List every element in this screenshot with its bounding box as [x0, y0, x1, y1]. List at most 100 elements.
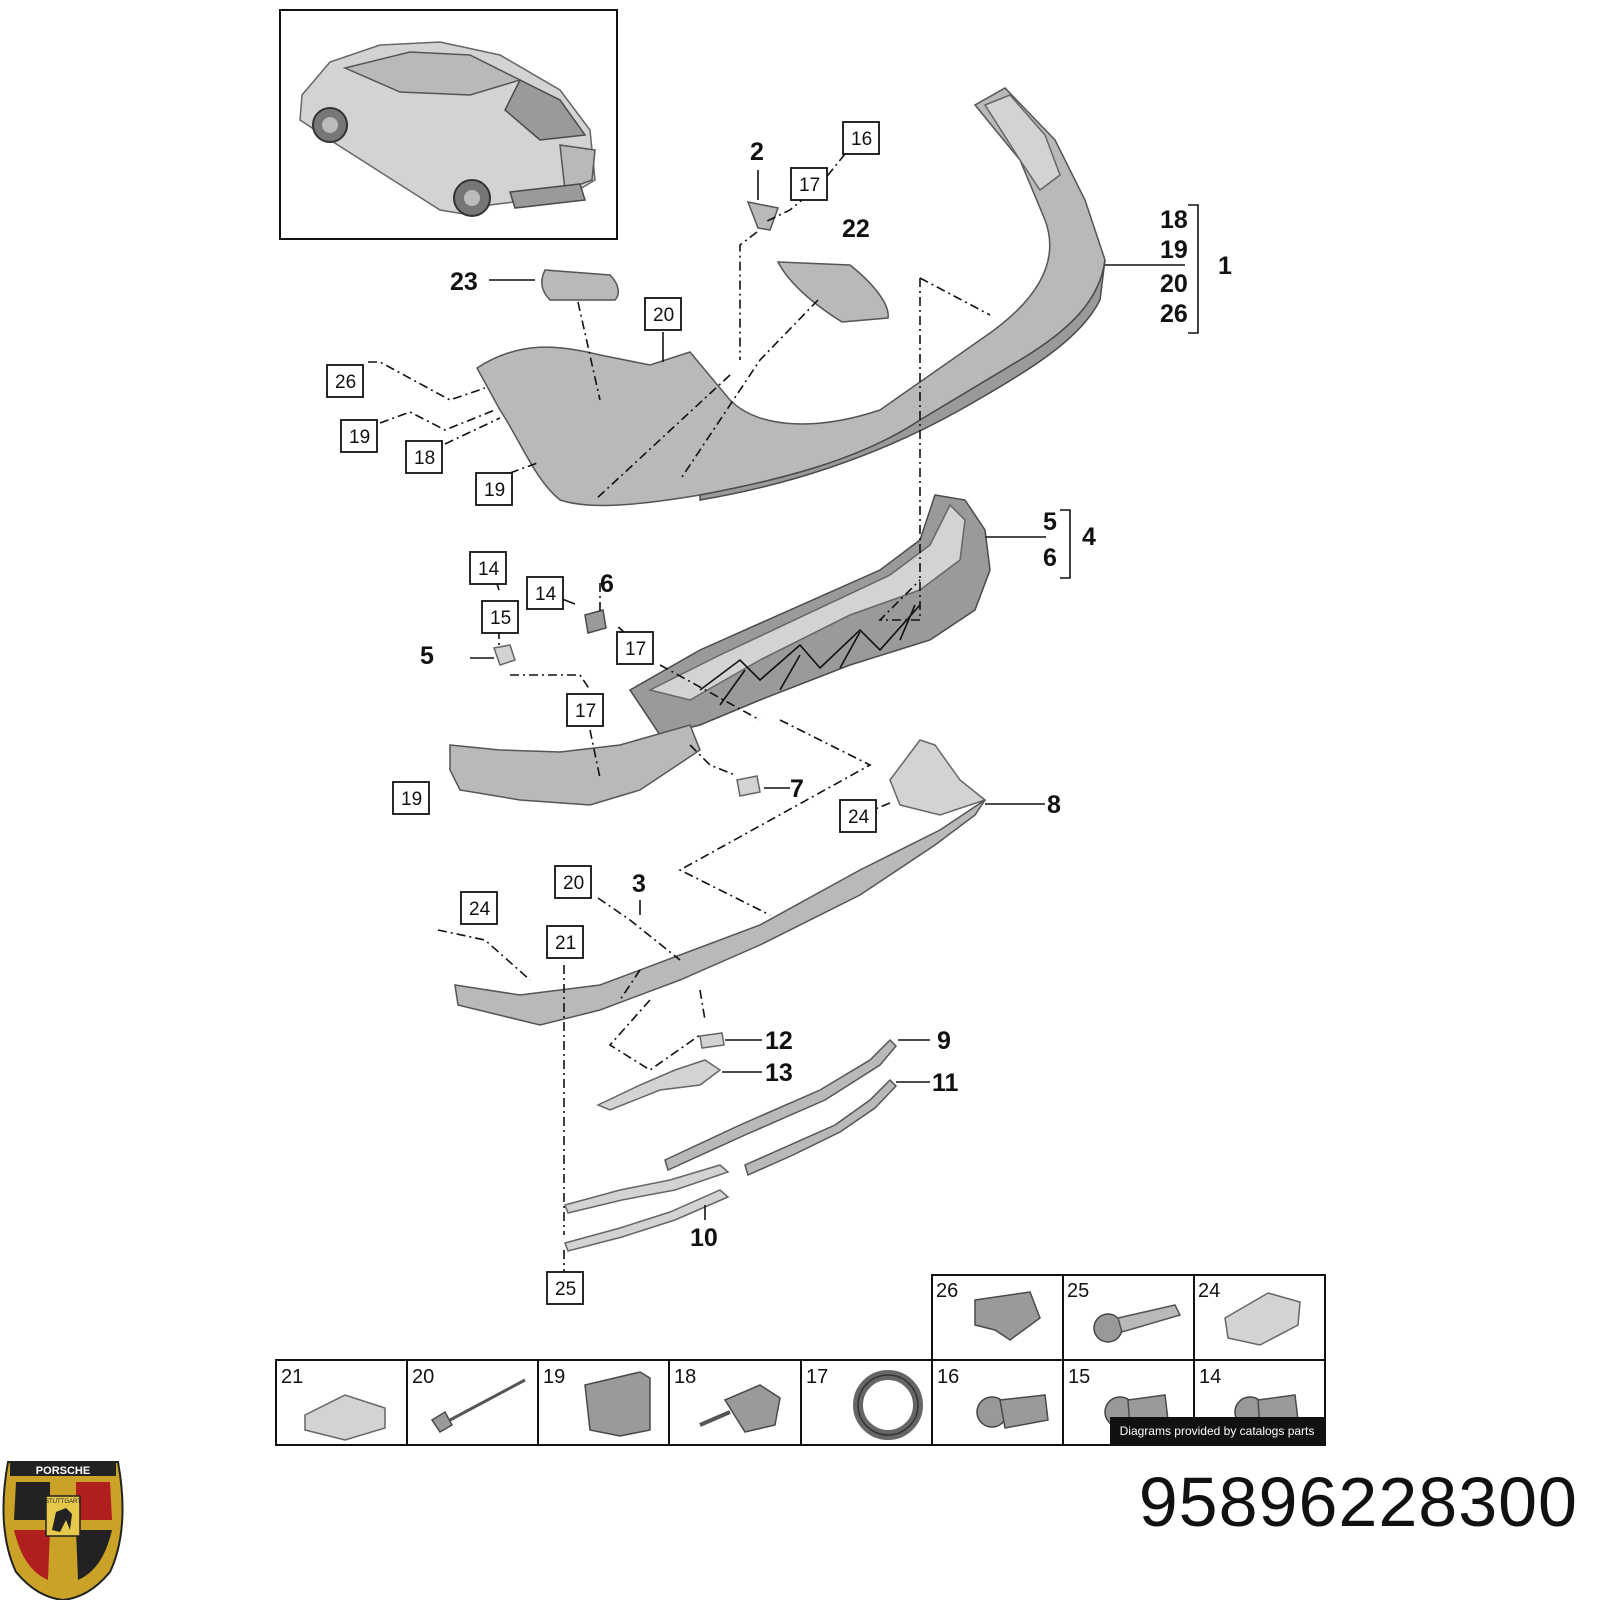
callout-13: 13 — [765, 1059, 793, 1087]
boxed-ref: 26 — [326, 364, 364, 398]
callout-2: 2 — [750, 138, 764, 166]
svg-text:18: 18 — [414, 448, 435, 469]
boxed-ref: 19 — [340, 419, 378, 453]
boxed-ref: 18 — [405, 440, 443, 474]
boxed-ref: 24 — [839, 799, 877, 833]
vehicle-overview-inset — [279, 9, 618, 240]
group-brackets — [1060, 204, 1199, 579]
group-20: 20 — [1160, 270, 1188, 298]
callout-8: 8 — [1047, 791, 1061, 819]
svg-text:14: 14 — [478, 559, 500, 580]
svg-text:20: 20 — [563, 873, 584, 894]
sensor-icon — [976, 1394, 1049, 1429]
svg-text:25: 25 — [555, 1279, 576, 1300]
bolt-icon — [1093, 1304, 1182, 1343]
svg-text:21: 21 — [555, 933, 576, 954]
credit-banner: Diagrams provided by catalogs parts — [1110, 1417, 1324, 1446]
porsche-crest-icon: PORSCHE STUTTGART — [2, 1461, 124, 1600]
push-clip-icon — [699, 1384, 781, 1433]
boxed-ref: 19 — [392, 781, 430, 815]
callout-23: 23 — [450, 268, 478, 296]
crest-text: PORSCHE — [36, 1465, 90, 1477]
callout-11: 11 — [932, 1069, 959, 1097]
diffuser-part — [454, 739, 987, 1026]
bracket-clip-icon — [584, 1371, 651, 1437]
callout-4: 4 — [1082, 523, 1096, 551]
svg-text:19: 19 — [484, 480, 505, 501]
trim-part-10 — [564, 1164, 730, 1252]
trim-part-13 — [596, 1059, 722, 1111]
boxed-ref: 19 — [475, 472, 513, 506]
boxed-ref: 25 — [546, 1271, 584, 1305]
callout-10: 10 — [690, 1224, 718, 1252]
svg-text:17: 17 — [575, 701, 596, 722]
boxed-ref: 20 — [554, 865, 592, 899]
table-cell-label: 25 — [1067, 1280, 1089, 1302]
svg-text:19: 19 — [349, 427, 370, 448]
spring-nut-icon — [304, 1394, 386, 1441]
boxed-ref: 14 — [469, 551, 507, 585]
table-cell-label: 14 — [1199, 1366, 1221, 1388]
crest-text: STUTTGART — [45, 1499, 81, 1505]
table-cell-label: 21 — [281, 1366, 303, 1388]
callout-3: 3 — [632, 870, 646, 898]
boxed-ref: 17 — [790, 167, 828, 201]
part-number: 95896228300 — [1138, 1463, 1578, 1541]
boxed-ref: 17 — [616, 631, 654, 665]
callout-7: 7 — [790, 775, 804, 803]
bumper-carrier-part — [628, 494, 991, 736]
callout-6-group: 6 — [1043, 544, 1057, 572]
callout-22: 22 — [842, 215, 870, 243]
boxed-ref: 24 — [460, 891, 498, 925]
boxed-ref: 17 — [566, 693, 604, 727]
lower-trim-part — [449, 724, 701, 806]
sensor-ring-icon — [853, 1370, 923, 1440]
group-18: 18 — [1160, 206, 1188, 234]
callout-5-group: 5 — [1043, 508, 1057, 536]
table-cell-label: 26 — [936, 1280, 958, 1302]
svg-text:14: 14 — [535, 584, 557, 605]
table-cell-label: 15 — [1068, 1366, 1090, 1388]
table-cell-label: 19 — [543, 1366, 565, 1388]
table-cell-label: 20 — [412, 1366, 434, 1388]
trim-part-12 — [699, 1032, 725, 1049]
boxed-ref: 15 — [481, 600, 519, 634]
svg-text:20: 20 — [653, 305, 674, 326]
boxed-ref: 21 — [546, 925, 584, 959]
table-cell-label: 17 — [806, 1366, 828, 1388]
clip-part-5 — [493, 644, 516, 666]
callout-1: 1 — [1218, 252, 1232, 280]
group-19: 19 — [1160, 236, 1188, 264]
svg-text:19: 19 — [401, 789, 422, 810]
rivet-icon — [430, 1378, 526, 1434]
boxed-ref: 14 — [526, 576, 564, 610]
cover-part-23 — [540, 269, 620, 301]
callout-5: 5 — [420, 642, 434, 670]
clip-part-7 — [736, 775, 761, 797]
callout-12: 12 — [765, 1027, 793, 1055]
bracket-part-2 — [746, 200, 780, 231]
trim-part-9 — [664, 1038, 898, 1172]
svg-text:17: 17 — [625, 639, 646, 660]
boxed-ref: 16 — [842, 121, 880, 155]
bumper-cover-part — [476, 87, 1106, 507]
svg-text:16: 16 — [851, 129, 872, 150]
trim-part-11 — [744, 1078, 898, 1177]
svg-text:15: 15 — [490, 608, 511, 629]
clip-icon — [974, 1291, 1041, 1341]
group-26: 26 — [1160, 300, 1188, 328]
table-cell-label: 24 — [1198, 1280, 1220, 1302]
boxed-refs: 16 17 20 26 19 18 19 14 14 15 17 17 19 2… — [326, 121, 880, 1305]
callout-6: 6 — [600, 570, 614, 598]
boxed-ref: 20 — [644, 297, 682, 331]
clip-part-6 — [584, 609, 607, 634]
svg-text:17: 17 — [799, 175, 820, 196]
callout-labels: 2 22 23 18 19 20 26 1 5 6 4 6 5 7 8 3 9 … — [420, 138, 1232, 1252]
callout-9: 9 — [937, 1027, 951, 1055]
svg-text:24: 24 — [848, 807, 870, 828]
svg-text:24: 24 — [469, 899, 491, 920]
cover-part-22 — [776, 261, 889, 323]
nut-clip-icon — [1224, 1292, 1301, 1346]
svg-text:26: 26 — [335, 372, 356, 393]
